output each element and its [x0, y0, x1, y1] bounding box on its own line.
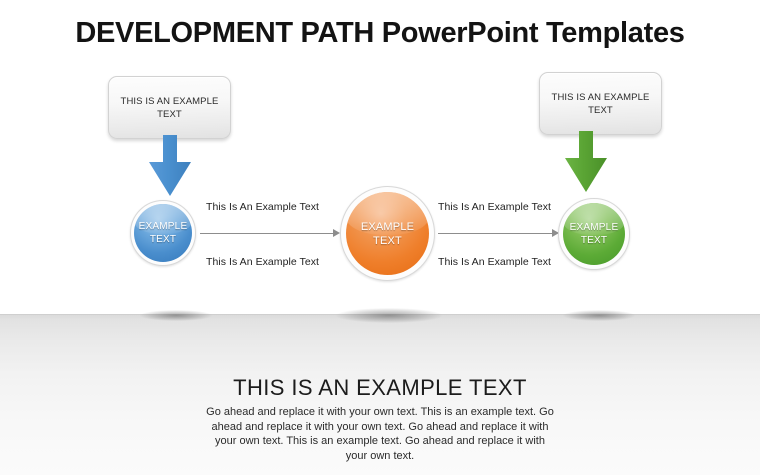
node-shadow-2: [336, 308, 442, 323]
node-2-label: EXAMPLE TEXT: [340, 186, 435, 281]
node-3-gloss: [563, 203, 625, 236]
connector-1-label-below: This Is An Example Text: [206, 256, 320, 268]
floor-horizon-line: [0, 314, 760, 315]
bottom-heading: THIS IS AN EXAMPLE TEXT: [233, 375, 527, 400]
callout-right-text: THIS IS AN EXAMPLE TEXT: [551, 91, 650, 116]
node-1-label-line2: TEXT: [149, 234, 177, 245]
right-arrow-icon-1: [333, 229, 340, 237]
callout-box-left[interactable]: THIS IS AN EXAMPLE TEXT: [108, 76, 231, 139]
node-3-label-line1: EXAMPLE: [569, 222, 619, 233]
callout-left-text: THIS IS AN EXAMPLE TEXT: [120, 95, 219, 120]
bottom-body-text: Go ahead and replace it with your own te…: [206, 406, 554, 462]
node-1-ball: [134, 204, 192, 262]
node-1-gloss: [134, 204, 192, 235]
node-1-label-line1: EXAMPLE: [138, 221, 188, 232]
node-shadow-1: [140, 310, 212, 321]
node-2-gloss: [346, 192, 429, 236]
page-title: DEVELOPMENT PATH PowerPoint Templates: [75, 17, 685, 49]
node-2-ball: [346, 192, 429, 275]
connector-1-label-above: This Is An Example Text: [206, 201, 320, 213]
node-circle-green[interactable]: EXAMPLE TEXT: [558, 198, 630, 270]
node-circle-blue[interactable]: EXAMPLE TEXT: [130, 200, 196, 266]
node-3-ball: [563, 203, 625, 265]
down-arrow-icon-right: [563, 131, 609, 193]
node-shadow-3: [563, 310, 635, 321]
callout-box-right[interactable]: THIS IS AN EXAMPLE TEXT: [539, 72, 662, 135]
floor-background: [0, 314, 760, 475]
node-circle-orange[interactable]: EXAMPLE TEXT: [340, 186, 435, 281]
node-1-label: EXAMPLE TEXT: [130, 200, 196, 266]
node-3-label-line2: TEXT: [580, 235, 608, 246]
right-arrow-icon-2: [552, 229, 559, 237]
connector-2-label-below: This Is An Example Text: [438, 256, 552, 268]
connector-2-label-above: This Is An Example Text: [438, 201, 552, 213]
down-arrow-icon-left: [147, 135, 193, 197]
node-3-label: EXAMPLE TEXT: [558, 198, 630, 270]
connector-line-1: [200, 233, 336, 234]
node-2-label-line1: EXAMPLE: [360, 220, 415, 233]
connector-line-2: [438, 233, 556, 234]
node-2-label-line2: TEXT: [373, 234, 402, 247]
